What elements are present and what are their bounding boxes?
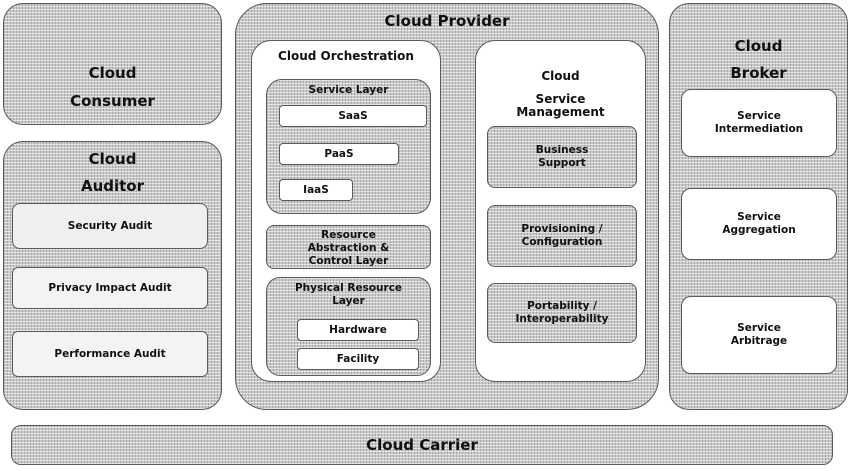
business-support-box: Business Support <box>487 126 637 188</box>
physical-resource-line1: Physical Resource <box>294 282 403 294</box>
privacy-impact-audit-label: Privacy Impact Audit <box>48 281 172 294</box>
cloud-service-management-box: Cloud Service Management Business Suppor… <box>475 40 646 382</box>
service-arbitrage-box: Service Arbitrage <box>681 296 837 374</box>
broker-title-line1: Cloud <box>734 37 783 55</box>
intermediation-line2: Intermediation <box>714 123 804 135</box>
cloud-orchestration-box: Cloud Orchestration Service Layer SaaS P… <box>251 40 441 382</box>
cloud-auditor-box: Cloud Auditor Security Audit Privacy Imp… <box>3 141 222 410</box>
provisioning-configuration-box: Provisioning / Configuration <box>487 205 637 267</box>
physical-resource-line2: Layer <box>332 295 365 307</box>
service-intermediation-box: Service Intermediation <box>681 89 837 157</box>
paas-box: PaaS <box>279 143 399 165</box>
auditor-title-line2: Auditor <box>80 177 145 195</box>
consumer-title-line1: Cloud <box>88 64 137 82</box>
provisioning-line2: Configuration <box>521 236 603 248</box>
cloud-consumer-box: Cloud Consumer <box>3 3 222 125</box>
portability-interoperability-box: Portability / Interoperability <box>487 283 637 343</box>
privacy-impact-audit-box: Privacy Impact Audit <box>12 267 208 309</box>
facility-box: Facility <box>297 348 419 370</box>
hardware-label: Hardware <box>329 323 387 336</box>
physical-resource-layer-box: Physical Resource Layer Hardware Facilit… <box>266 277 431 376</box>
cloud-provider-box: Cloud Provider Cloud Orchestration Servi… <box>235 3 659 410</box>
aggregation-line1: Service <box>737 211 781 223</box>
security-audit-label: Security Audit <box>67 219 153 232</box>
aggregation-line2: Aggregation <box>722 224 796 236</box>
arbitrage-line2: Arbitrage <box>730 335 788 347</box>
orchestration-title: Cloud Orchestration <box>278 49 414 63</box>
saas-box: SaaS <box>279 105 427 127</box>
consumer-title-line2: Consumer <box>70 92 155 110</box>
management-title-line1: Cloud <box>541 69 580 83</box>
cloud-broker-box: Cloud Broker Service Intermediation Serv… <box>669 3 848 410</box>
hardware-box: Hardware <box>297 319 419 341</box>
iaas-box: IaaS <box>279 179 353 201</box>
provider-title: Cloud Provider <box>384 12 510 30</box>
business-support-line1: Business <box>535 144 589 156</box>
business-support-line2: Support <box>538 157 586 169</box>
service-layer-box: Service Layer SaaS PaaS IaaS <box>266 79 431 214</box>
saas-label: SaaS <box>338 109 368 122</box>
intermediation-line1: Service <box>737 110 781 122</box>
resource-abstraction-line1: Resource <box>321 229 376 241</box>
management-title-line2: Service <box>535 92 586 106</box>
cloud-carrier-bar: Cloud Carrier <box>11 425 833 465</box>
paas-label: PaaS <box>324 147 354 160</box>
broker-title-line2: Broker <box>730 64 787 82</box>
provisioning-line1: Provisioning / <box>521 223 603 235</box>
service-layer-title: Service Layer <box>308 84 389 96</box>
portability-line1: Portability / <box>527 300 597 312</box>
resource-abstraction-line2: Abstraction & <box>307 242 390 254</box>
service-aggregation-box: Service Aggregation <box>681 188 837 260</box>
management-title-line3: Management <box>516 105 605 119</box>
performance-audit-box: Performance Audit <box>12 331 208 377</box>
iaas-label: IaaS <box>303 183 329 196</box>
carrier-title: Cloud Carrier <box>366 436 478 454</box>
resource-abstraction-line3: Control Layer <box>308 255 389 267</box>
facility-label: Facility <box>336 352 380 365</box>
arbitrage-line1: Service <box>737 322 781 334</box>
resource-abstraction-box: Resource Abstraction & Control Layer <box>266 225 431 269</box>
auditor-title-line1: Cloud <box>88 150 137 168</box>
portability-line2: Interoperability <box>515 313 609 325</box>
performance-audit-label: Performance Audit <box>54 347 166 360</box>
security-audit-box: Security Audit <box>12 203 208 249</box>
